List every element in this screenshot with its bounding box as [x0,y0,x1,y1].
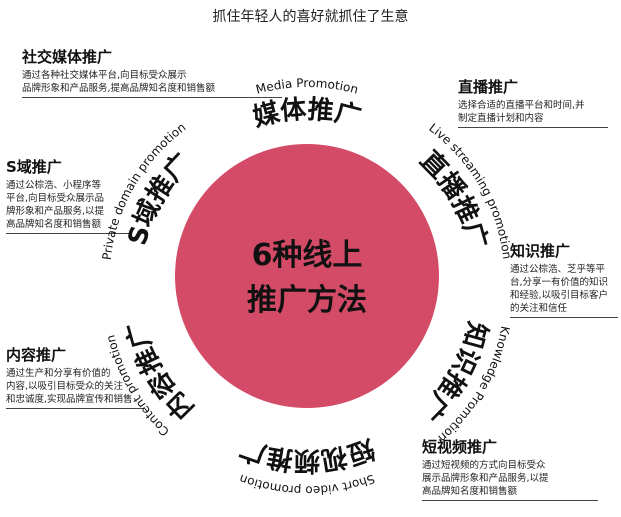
desc-content-text: 通过生产和分享有价值的 内容,以吸引目标受众的关注 和忠诚度,实现品牌宣传和销售 [6,368,133,405]
desc-social-media-title: 社交媒体推广 [22,48,113,66]
desc-knowledge-text: 通过公棕浩、芝乎等平 台,分享一有价值的知识 和经验,以吸引目标客户 的关注和信… [510,264,609,314]
desc-knowledge-title: 知识推广 [510,242,571,260]
divider [6,233,132,234]
page-title: 抓住年轻人的喜好就抓住了生意 [212,9,409,25]
desc-social-media: 社交媒体推广 通过各种社交媒体平台,向目标受众展示 品牌形象和产品服务,提高品牌… [22,48,282,98]
desc-knowledge: 知识推广 通过公棕浩、芝乎等平 台,分享一有价值的知识 和经验,以吸引目标客户 … [510,242,618,318]
divider [458,127,608,128]
desc-s-domain: S域推广 通过公棕浩、小程序等 平台,向目标受众展示品 牌形象和产品服务,以提 … [6,158,132,234]
desc-s-domain-text: 通过公棕浩、小程序等 平台,向目标受众展示品 牌形象和产品服务,以提 高品牌知名… [6,180,105,230]
desc-short-video-text: 通过短视频的方式向目标受众 展示品牌形象和产品服务,以提 高品牌知名度和销售额 [422,460,549,497]
desc-short-video: 短视频推广 通过短视频的方式向目标受众 展示品牌形象和产品服务,以提 高品牌知名… [422,438,598,501]
desc-social-media-text: 通过各种社交媒体平台,向目标受众展示 品牌形象和产品服务,提高品牌知名度和销售额 [22,70,216,94]
segment-media-label: 媒体推广 [250,95,364,133]
desc-s-domain-title: S域推广 [6,158,62,176]
segment-knowledge-label: 知识推广 [414,318,492,425]
divider [510,317,618,318]
desc-live-title: 直播推广 [458,78,519,96]
desc-content-title: 内容推广 [6,346,67,364]
center-circle [175,144,439,408]
segment-short-video-en: Short video promotion [237,472,376,498]
desc-live: 直播推广 选择合适的直播平台和时间,并 制定直播计划和内容 [458,78,608,128]
desc-short-video-title: 短视频推广 [422,438,498,456]
segment-short-video-label: 短视频推广 [236,433,378,476]
center-title-line2: 推广方法 [247,283,367,318]
divider [22,97,282,98]
divider [422,500,598,501]
center-title-line1: 6种线上 [252,238,363,273]
desc-content: 内容推广 通过生产和分享有价值的 内容,以吸引目标受众的关注 和忠诚度,实现品牌… [6,346,144,409]
desc-live-text: 选择合适的直播平台和时间,并 制定直播计划和内容 [458,100,585,124]
divider [6,408,144,409]
segment-media-en: Media Promotion [254,76,359,97]
segment-content-label: 内容推广 [122,318,200,425]
